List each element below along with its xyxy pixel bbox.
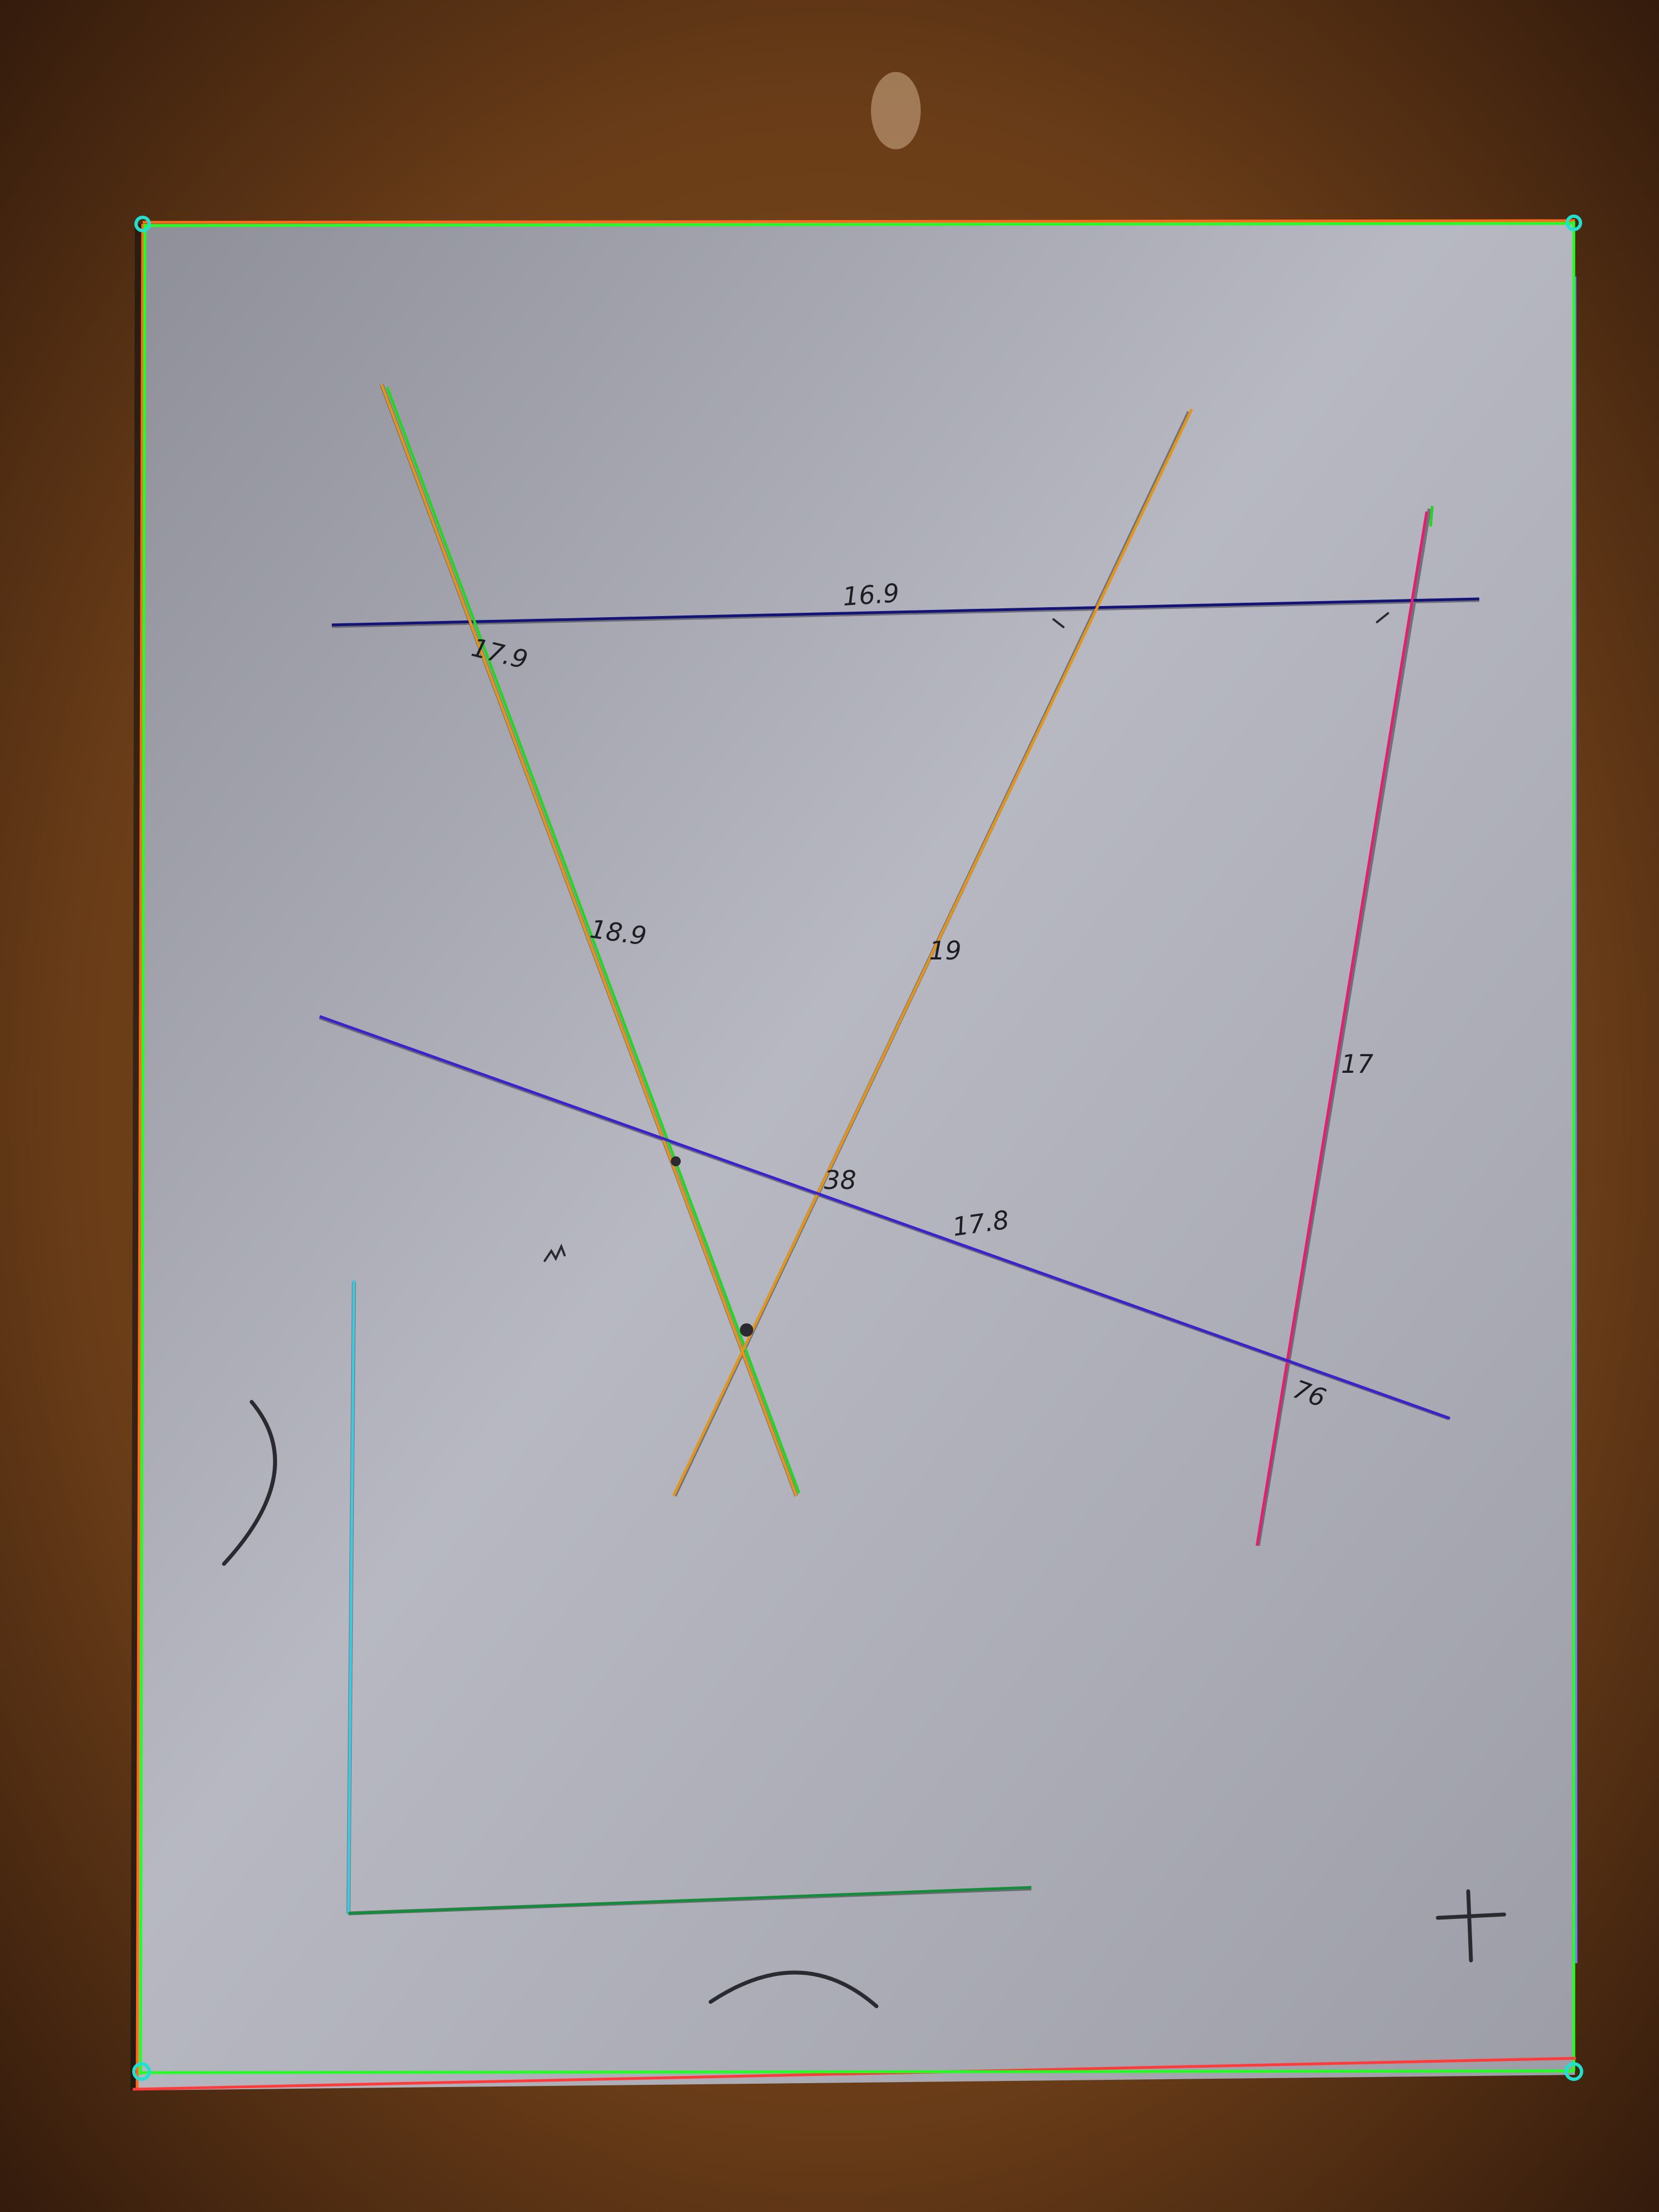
circle-marker-icon — [132, 2062, 151, 2081]
intersection-dot — [740, 1323, 753, 1337]
plus-sign-icon — [1436, 1889, 1506, 1963]
circle-marker-icon — [1566, 215, 1582, 231]
line-top-navy — [331, 597, 1480, 627]
angle-tick-mark — [1052, 612, 1389, 628]
label-center-angle: 38 — [824, 1165, 857, 1195]
edge-top-green — [142, 222, 1575, 227]
line-left-green — [385, 387, 801, 1494]
line-bottom-dark-green — [348, 1886, 1032, 1915]
left-arc-mark — [222, 1400, 277, 1566]
circle-marker-icon — [134, 216, 151, 232]
line-right-green-tip — [1429, 505, 1434, 527]
paper-shadow-left — [131, 224, 143, 2090]
line-left-cyan — [347, 1280, 356, 1915]
line-middle-orange — [672, 408, 1193, 1497]
line-left-orange — [380, 384, 798, 1496]
circle-marker-icon — [1564, 2062, 1583, 2081]
detected-lines — [319, 384, 1480, 1915]
paper-sheet — [138, 221, 1575, 2090]
intersection-dot — [671, 1156, 681, 1166]
line-lower-blue — [319, 1015, 1451, 1420]
edge-left-green — [139, 223, 147, 2075]
table-highlight — [871, 72, 921, 149]
detected-paper-edges — [132, 219, 1578, 2091]
edge-top-orange — [142, 219, 1575, 224]
corner-markers — [132, 215, 1583, 2081]
pencil-marks — [222, 612, 1506, 2008]
edge-left-orange — [135, 223, 144, 2091]
label-top-segment: 16.9 — [842, 578, 900, 612]
line-right-pink — [1255, 511, 1428, 1546]
scribble-mark — [544, 1243, 566, 1262]
edge-bottom-green — [140, 2069, 1575, 2074]
label-middle-segment: 19 — [929, 936, 962, 966]
edge-bottom-red — [132, 2057, 1577, 2091]
bottom-arc-mark — [708, 1970, 879, 2008]
label-right-segment: 17 — [1341, 1049, 1374, 1079]
